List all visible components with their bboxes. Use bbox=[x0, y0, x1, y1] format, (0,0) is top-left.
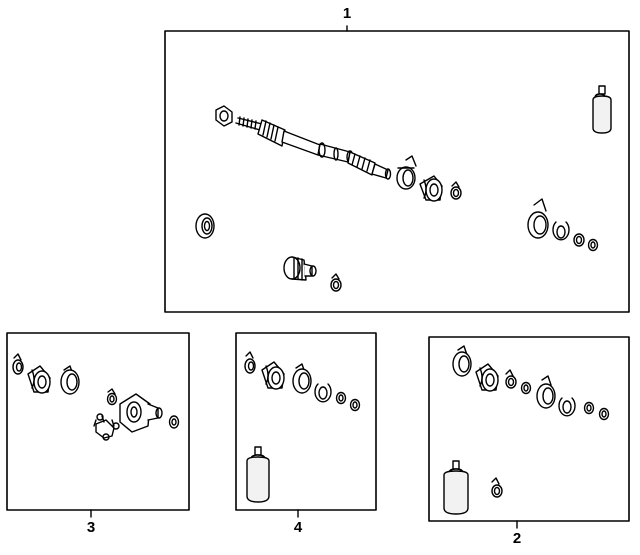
snap-ring-icon bbox=[573, 233, 585, 247]
axle-shaft-icon bbox=[235, 116, 392, 180]
outer-cv-joint-icon bbox=[119, 393, 163, 433]
grease-tube-icon bbox=[246, 446, 270, 503]
callout-2: 2 bbox=[512, 530, 522, 547]
boot-clamp-icon bbox=[292, 363, 312, 394]
boot-clamp-icon bbox=[491, 477, 503, 498]
boot-clamp-icon bbox=[106, 388, 118, 406]
boot-clamp-icon bbox=[330, 273, 342, 292]
boot-clamp-icon bbox=[450, 181, 462, 200]
boot-clamp-icon bbox=[12, 353, 24, 375]
kit-box-4 bbox=[235, 332, 377, 518]
cv-boot-icon bbox=[27, 365, 51, 394]
cv-boot-icon bbox=[475, 363, 499, 392]
snap-ring-icon bbox=[520, 381, 532, 395]
kit-box-2 bbox=[428, 336, 630, 529]
boot-clamp-icon bbox=[60, 365, 80, 395]
snap-ring-icon bbox=[168, 415, 180, 429]
cv-boot-icon bbox=[419, 175, 443, 202]
boot-clamp-icon bbox=[396, 155, 417, 190]
assembly-box-1 bbox=[164, 25, 630, 313]
snap-ring-icon bbox=[598, 407, 610, 421]
nut-icon bbox=[215, 105, 233, 127]
snap-ring-icon bbox=[335, 391, 347, 405]
snap-ring-icon bbox=[558, 397, 576, 417]
tripod-joint-icon bbox=[93, 413, 120, 441]
boot-clamp-icon bbox=[452, 345, 472, 377]
boot-clamp-icon bbox=[527, 198, 549, 239]
grease-tube-icon bbox=[592, 85, 612, 134]
kit-box-3 bbox=[6, 332, 190, 518]
boot-clamp-icon bbox=[505, 369, 517, 389]
dust-seal-icon bbox=[195, 213, 215, 239]
snap-ring-icon bbox=[587, 238, 599, 252]
callout-3: 3 bbox=[86, 519, 96, 536]
snap-ring-icon bbox=[552, 221, 570, 241]
cv-boot-icon bbox=[261, 361, 285, 390]
outer-cv-joint-icon bbox=[283, 256, 317, 281]
boot-clamp-icon bbox=[244, 351, 256, 374]
boot-clamp-icon bbox=[536, 375, 556, 409]
snap-ring-icon bbox=[349, 398, 361, 412]
snap-ring-icon bbox=[583, 401, 595, 415]
snap-ring-icon bbox=[314, 383, 332, 403]
grease-tube-icon bbox=[443, 460, 469, 515]
callout-1: 1 bbox=[342, 5, 352, 22]
callout-4: 4 bbox=[293, 519, 303, 536]
